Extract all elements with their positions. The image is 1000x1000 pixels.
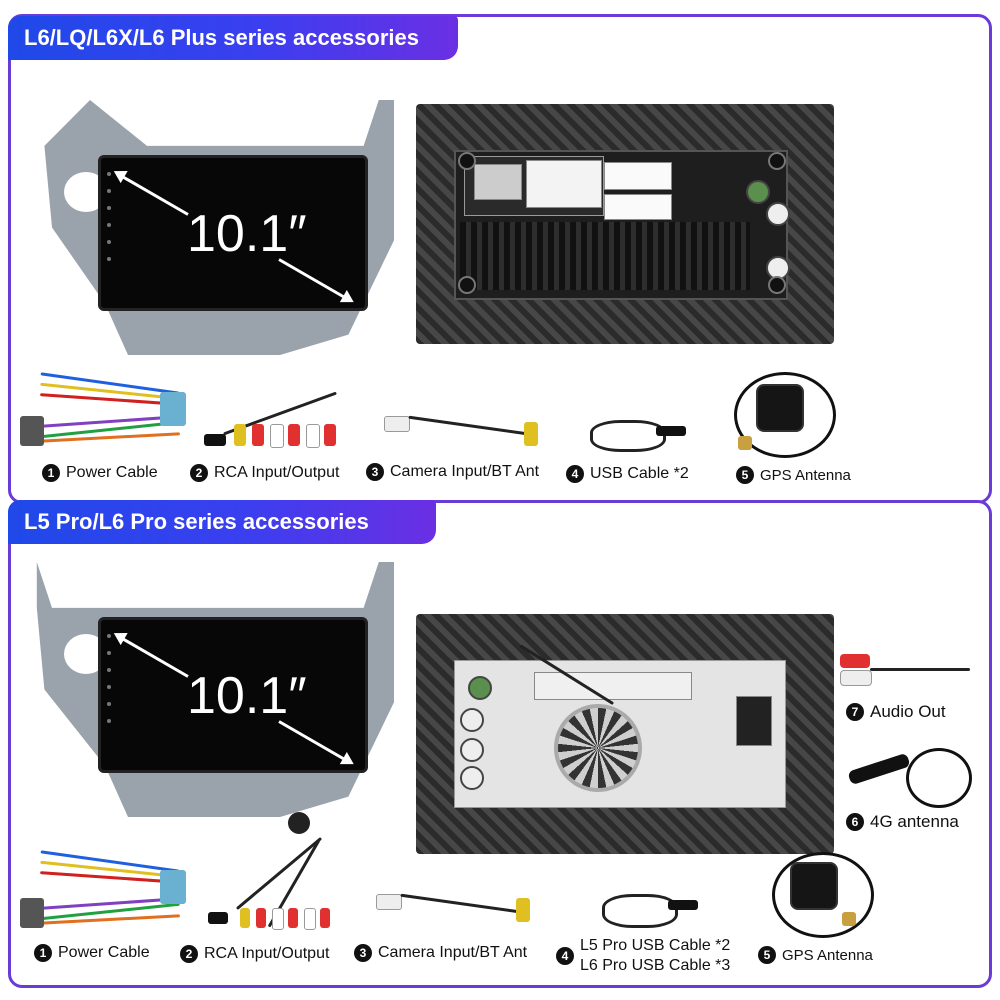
usb-cable-image bbox=[596, 888, 706, 930]
iso-connector bbox=[474, 164, 522, 200]
main-connector bbox=[534, 672, 692, 700]
item-number-badge: 2 bbox=[180, 945, 198, 963]
item-label: RCA Input/Output bbox=[204, 945, 330, 962]
item-number-badge: 4 bbox=[556, 947, 574, 965]
rca-cable-image bbox=[200, 382, 350, 452]
item-number-badge: 5 bbox=[736, 466, 754, 484]
bottom-item-5-caption: 5 GPS Antenna bbox=[758, 946, 873, 964]
top-item-5-caption: 5 GPS Antenna bbox=[736, 466, 851, 484]
mount-hole bbox=[768, 152, 786, 170]
item-label: Camera Input/BT Ant bbox=[390, 463, 540, 480]
head-unit-rear-image bbox=[416, 104, 834, 344]
bottom-item-1-caption: 1 Power Cable bbox=[34, 944, 150, 962]
item-label: USB Cable *2 bbox=[590, 465, 689, 482]
item-label: GPS Antenna bbox=[760, 466, 851, 484]
head-unit-front-image: 10.1″ bbox=[14, 100, 394, 355]
label-sticker bbox=[526, 160, 602, 208]
antenna-port bbox=[460, 766, 484, 790]
item-label: GPS Antenna bbox=[782, 946, 873, 964]
top-section-title: L6/LQ/L6X/L6 Plus series accessories bbox=[8, 16, 458, 60]
camera-cable-image bbox=[376, 890, 546, 930]
gps-antenna-image bbox=[724, 362, 836, 458]
top-item-3-caption: 3 Camera Input/BT Ant bbox=[366, 463, 539, 481]
item-label: RCA Input/Output bbox=[214, 464, 340, 481]
cooling-fan bbox=[554, 704, 642, 792]
4g-port bbox=[460, 738, 484, 762]
item-label: Camera Input/BT Ant bbox=[378, 944, 528, 961]
item-label: Audio Out bbox=[870, 702, 946, 721]
aux-connector bbox=[736, 696, 772, 746]
display-screen: 10.1″ bbox=[98, 617, 368, 773]
bottom-item-6-caption: 6 4G antenna bbox=[846, 812, 959, 832]
item-label: L5 Pro USB Cable *2 bbox=[580, 937, 731, 954]
mount-hole bbox=[768, 276, 786, 294]
power-cable-image bbox=[20, 850, 190, 936]
item-number-badge: 7 bbox=[846, 703, 864, 721]
gps-port bbox=[460, 708, 484, 732]
top-item-1-caption: 1 Power Cable bbox=[42, 464, 158, 482]
diagonal-arrow-upper bbox=[116, 172, 189, 216]
top-item-4-caption: 4 USB Cable *2 bbox=[566, 465, 689, 483]
item-label: Power Cable bbox=[66, 464, 158, 481]
item-label-secondary: L6 Pro USB Cable *3 bbox=[580, 957, 731, 974]
item-number-badge: 1 bbox=[42, 464, 60, 482]
bottom-section-title: L5 Pro/L6 Pro series accessories bbox=[8, 500, 436, 544]
heatsink-fins bbox=[460, 222, 750, 290]
radio-port bbox=[468, 676, 492, 700]
item-number-badge: 5 bbox=[758, 946, 776, 964]
item-number-badge: 3 bbox=[366, 463, 384, 481]
display-screen: 10.1″ bbox=[98, 155, 368, 311]
bottom-item-7-caption: 7 Audio Out bbox=[846, 702, 946, 722]
diagonal-arrow-lower bbox=[278, 258, 351, 302]
gps-antenna-image bbox=[762, 842, 874, 938]
diagonal-arrow-upper bbox=[116, 634, 189, 678]
aux-connector-1 bbox=[604, 162, 672, 190]
bottom-item-4-caption: 4 L5 Pro USB Cable *2 L6 Pro USB Cable *… bbox=[556, 936, 730, 976]
power-cable-image bbox=[20, 372, 190, 452]
item-number-badge: 3 bbox=[354, 944, 372, 962]
item-label: Power Cable bbox=[58, 944, 150, 961]
rca-cable-image bbox=[204, 812, 348, 936]
bottom-item-2-caption: 2 RCA Input/Output bbox=[180, 945, 329, 963]
diagonal-arrow-lower bbox=[278, 720, 351, 764]
item-number-badge: 6 bbox=[846, 813, 864, 831]
radio-port bbox=[746, 180, 770, 204]
bottom-item-3-caption: 3 Camera Input/BT Ant bbox=[354, 944, 527, 962]
4g-antenna-image bbox=[846, 738, 976, 808]
usb-cable-image bbox=[584, 414, 694, 454]
head-unit-rear-image bbox=[416, 614, 834, 854]
head-unit-front-image: 10.1″ bbox=[14, 562, 394, 817]
item-label: 4G antenna bbox=[870, 812, 959, 831]
camera-cable-image bbox=[384, 412, 554, 452]
item-number-badge: 1 bbox=[34, 944, 52, 962]
aux-connector-2 bbox=[604, 194, 672, 220]
item-number-badge: 4 bbox=[566, 465, 584, 483]
mount-hole bbox=[458, 276, 476, 294]
gps-port bbox=[766, 202, 790, 226]
item-number-badge: 2 bbox=[190, 464, 208, 482]
audio-out-cable-image bbox=[840, 648, 974, 688]
mount-hole bbox=[458, 152, 476, 170]
screen-size-label: 10.1″ bbox=[187, 667, 307, 725]
screen-size-label: 10.1″ bbox=[187, 205, 307, 263]
top-item-2-caption: 2 RCA Input/Output bbox=[190, 464, 339, 482]
